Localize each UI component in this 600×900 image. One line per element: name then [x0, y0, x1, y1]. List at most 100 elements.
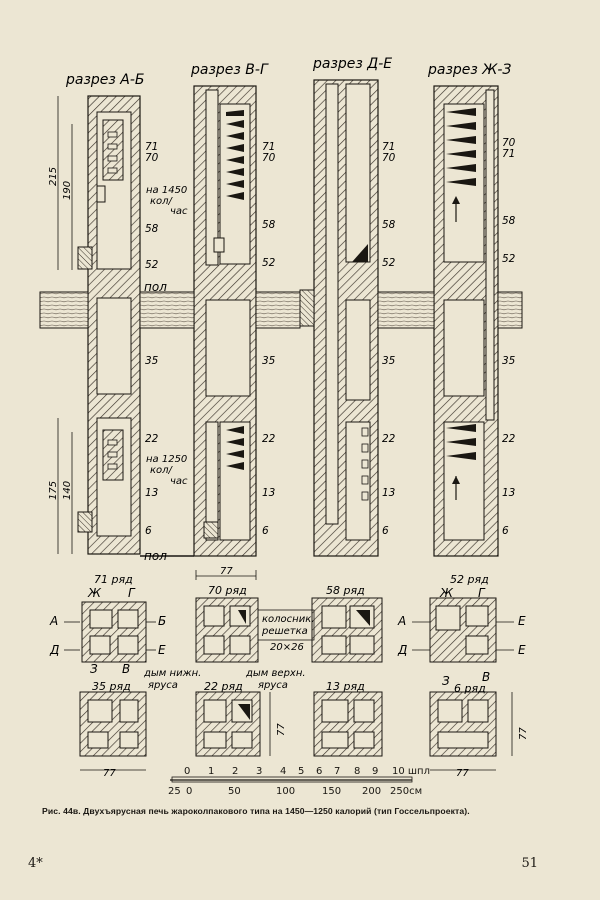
- scale-tick: 100: [276, 786, 295, 797]
- note-lower: час: [170, 476, 188, 487]
- scale-bar: 0 1 2 3 4 5 6 7 8 9 10 шпл 25 0 50 100 1…: [168, 766, 430, 797]
- plan-letters: Ж Г А Б Д Е З В Ж Г А Е Д Е З В: [49, 586, 526, 688]
- scale-tick: 9: [372, 766, 378, 777]
- row-mark: 13: [145, 487, 158, 499]
- floor-beams: [39, 291, 523, 557]
- row-mark: 22: [145, 433, 159, 445]
- row-mark: 52: [145, 259, 159, 271]
- row-mark: 71: [145, 141, 158, 153]
- note-upper: кол/: [150, 196, 174, 207]
- scale-tick: 250см: [390, 786, 422, 797]
- smoke-upper: дым верхн.: [245, 668, 306, 679]
- plan-title: 22 ряд: [204, 680, 243, 693]
- height-lower-total: 175: [48, 481, 59, 500]
- letter-e: Е: [158, 643, 166, 657]
- scale-tick: 50: [228, 786, 241, 797]
- plan-title: 70 ряд: [208, 584, 247, 597]
- plan-71: [81, 601, 147, 663]
- figure-caption: Рис. 44в. Двухъярусная печь жароколпаков…: [42, 806, 470, 816]
- scale-tick: 200: [362, 786, 381, 797]
- scale-tick: 10 шпл: [392, 766, 430, 777]
- row-mark: 22: [382, 433, 396, 445]
- row-mark: 71: [382, 141, 395, 153]
- section-title-de: разрез Д-Е: [312, 56, 392, 72]
- row-mark: 6: [502, 525, 509, 537]
- section-ab: [57, 95, 141, 555]
- letter-a: А: [397, 614, 406, 628]
- row-mark: 6: [382, 525, 389, 537]
- note-upper: час: [170, 206, 188, 217]
- row-mark: 13: [382, 487, 395, 499]
- note-lower: на 1250: [146, 454, 187, 465]
- row-marks: 71 70 58 52 35 22 13 6 71 70 58 52 35 22…: [145, 137, 516, 537]
- scale-tick: 0: [186, 786, 192, 797]
- plan-title: 52 ряд: [450, 573, 489, 586]
- section-zhz: [433, 85, 499, 557]
- letter-z: З: [442, 674, 450, 688]
- plan-58: [311, 597, 383, 663]
- scale-tick: 5: [298, 766, 304, 777]
- row-mark: 13: [262, 487, 275, 499]
- row-mark: 35: [382, 355, 396, 367]
- plan-title: 6 ряд: [454, 682, 486, 695]
- plan-35: [79, 691, 147, 757]
- plan-dim-bottom: 77: [103, 768, 116, 779]
- grate-label: решетка: [261, 626, 308, 637]
- plan-13: [313, 691, 383, 757]
- row-mark: 58: [145, 223, 159, 235]
- floor-labels: пол пол: [144, 280, 167, 563]
- width-dimension: 77: [220, 566, 233, 577]
- smoke-lower: дым нижн.: [143, 668, 201, 679]
- page-mark: 4*: [28, 856, 43, 871]
- smoke-lower: яруса: [148, 680, 178, 691]
- page-number: 51: [521, 856, 538, 871]
- row-mark: 6: [145, 525, 152, 537]
- plan-dimensions: 77 77 77 77: [80, 692, 529, 779]
- row-mark: 35: [502, 355, 516, 367]
- section-title-vg: разрез В-Г: [190, 62, 269, 78]
- letter-e: Е: [518, 643, 526, 657]
- scale-tick: 0: [184, 766, 190, 777]
- letter-v: В: [122, 662, 130, 676]
- note-upper: на 1450: [146, 185, 187, 196]
- letter-zh: Ж: [87, 586, 102, 600]
- row-mark: 71: [262, 141, 275, 153]
- section-titles: разрез А-Б разрез В-Г разрез Д-Е разрез …: [65, 56, 511, 88]
- scale-tick: 8: [354, 766, 360, 777]
- row-mark: 13: [502, 487, 515, 499]
- height-upper-total: 215: [48, 167, 59, 186]
- plan-title: 71 ряд: [94, 573, 133, 586]
- row-mark: 22: [502, 433, 516, 445]
- letter-d: Д: [49, 643, 59, 657]
- scale-tick: 4: [280, 766, 286, 777]
- row-mark: 52: [502, 253, 516, 265]
- row-mark: 70: [502, 137, 516, 149]
- height-dimensions: 215 190 175 140: [48, 167, 73, 500]
- letter-d: Д: [397, 643, 407, 657]
- scale-tick: 1: [208, 766, 214, 777]
- row-mark: 35: [262, 355, 276, 367]
- plan-dim-side: 77: [518, 727, 529, 740]
- row-mark: 58: [262, 219, 276, 231]
- section-de: [299, 79, 379, 557]
- plan-section-lines: [64, 621, 514, 651]
- plan-dim-bottom: 77: [456, 768, 469, 779]
- plan-dim-side: 77: [276, 723, 287, 736]
- height-lower-inner: 140: [62, 481, 73, 500]
- scale-tick: 3: [256, 766, 262, 777]
- grate-size: 20×26: [270, 642, 304, 653]
- section-vg: [193, 85, 257, 580]
- row-mark: 52: [382, 257, 396, 269]
- letter-b: Б: [158, 614, 166, 628]
- row-mark: 58: [382, 219, 396, 231]
- scale-tick: 150: [322, 786, 341, 797]
- row-mark: 35: [145, 355, 159, 367]
- scale-tick: 25: [168, 786, 181, 797]
- row-mark: 70: [262, 152, 276, 164]
- row-mark: 70: [382, 152, 396, 164]
- row-mark: 70: [145, 152, 159, 164]
- callouts: колосник. решетка 20×26 дым нижн. яруса …: [143, 609, 314, 691]
- letter-zh: Ж: [439, 586, 454, 600]
- plan-title: 13 ряд: [326, 680, 365, 693]
